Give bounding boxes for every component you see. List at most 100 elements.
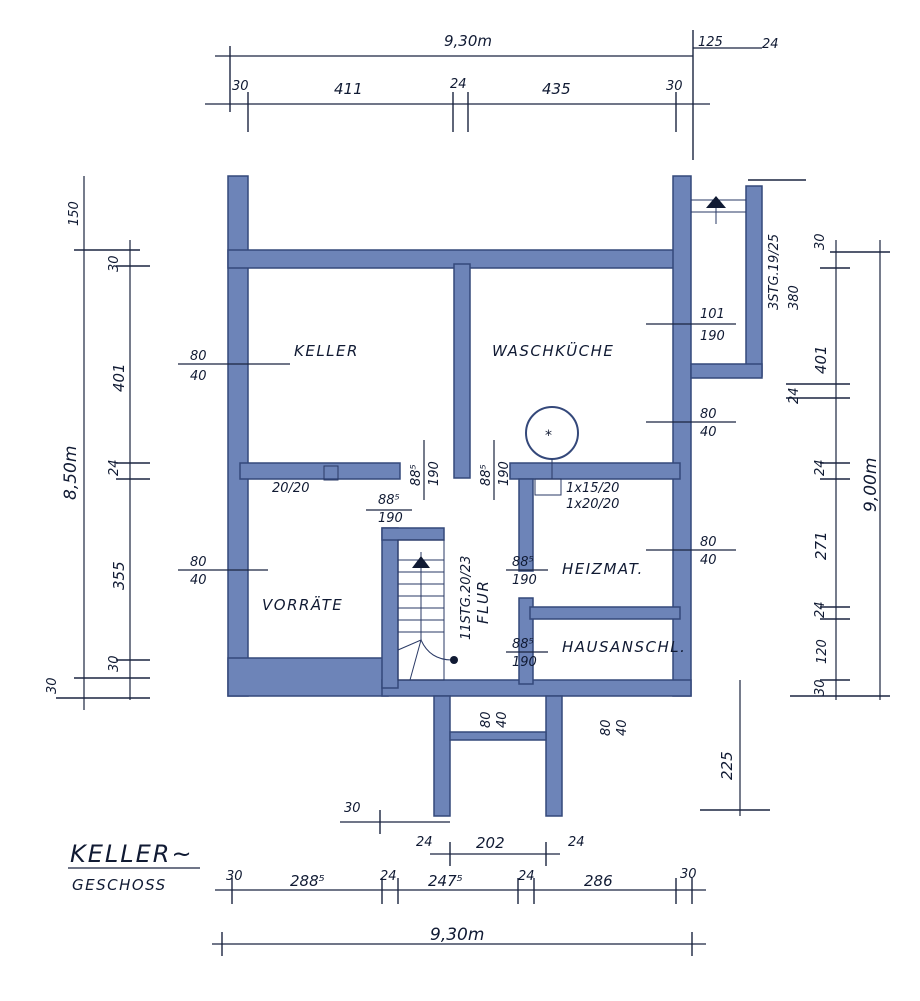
- dim-top-30l: 30: [232, 79, 249, 94]
- wall-heiz-haus: [529, 606, 681, 620]
- win-keller-w: 80: [190, 349, 207, 364]
- top-dimensions: 9,30m 125 24 30 411 24 435 30: [205, 30, 779, 160]
- door-kv-h: 190: [378, 511, 403, 526]
- dim-top-125: 125: [698, 35, 723, 50]
- door-heiz-h: 190: [512, 573, 537, 588]
- dim-left-150: 150: [67, 201, 82, 226]
- title-line2: GESCHOSS: [72, 876, 167, 894]
- wall-entry-left: [433, 695, 451, 817]
- wall-stair-top: [381, 527, 445, 541]
- stair-outer: [691, 196, 746, 224]
- win-bot2-w: 80: [599, 719, 614, 736]
- win-wasch1-w: 101: [700, 307, 725, 322]
- dim-bot-30l: 30: [226, 869, 243, 884]
- wall-stair-left: [381, 527, 399, 689]
- dim-bot-202: 202: [476, 834, 505, 852]
- dim-bot-24a: 24: [416, 835, 433, 850]
- dim-left-total: 8,50m: [61, 446, 81, 500]
- left-dimensions: 8,50m 150 30 401 24 355 30 30: [45, 176, 150, 710]
- boiler-icon: *: [525, 406, 579, 479]
- stair-inner: [397, 539, 458, 681]
- door-keller-w: 88⁵: [409, 464, 424, 486]
- dim-top-435: 435: [542, 80, 571, 98]
- dim-right-30b: 30: [813, 679, 828, 696]
- wall-bottom-left: [227, 657, 389, 697]
- win-wasch1-h: 190: [700, 329, 725, 344]
- dim-top-24a: 24: [762, 37, 779, 52]
- dim-bot-30s: 30: [344, 801, 361, 816]
- dim-right-24c: 24: [813, 601, 828, 618]
- wall-entry-right: [545, 695, 563, 817]
- stair-end-dot: [450, 656, 458, 664]
- room-keller: KELLER: [294, 342, 359, 360]
- wall-entry-step: [449, 731, 547, 741]
- door-wasch-w: 88⁵: [479, 464, 494, 486]
- title-line1: KELLER~: [70, 840, 194, 868]
- dim-right-225: 225: [718, 751, 736, 780]
- room-labels: KELLER WASCHKÜCHE VORRÄTE HEIZMAT. HAUSA…: [262, 341, 686, 656]
- svg-text:*: *: [545, 428, 552, 444]
- dim-top-411: 411: [334, 80, 363, 98]
- dim-bot-24c: 24: [380, 869, 397, 884]
- dim-right-24a: 24: [787, 387, 802, 404]
- win-bot1-h: 40: [495, 711, 510, 728]
- stair-arrow-icon: [412, 556, 430, 568]
- win-bot1-w: 80: [479, 711, 494, 728]
- wall-bottom-right: [381, 679, 692, 697]
- opening-labels: 80 40 80 40 101 190 80 40 80 40 80 40 80…: [178, 307, 736, 736]
- wall-stairwell-right: [745, 185, 763, 377]
- right-dimensions: 3STG.19/25 30 380 24 401 9,00m 24 271 24…: [700, 179, 890, 816]
- dim-left-355: 355: [110, 561, 128, 590]
- door-heiz-w: 88⁵: [512, 555, 534, 570]
- dim-bot-total: 9,30m: [430, 925, 484, 945]
- wall-keller-wasch: [453, 263, 471, 479]
- dim-left-30x: 30: [45, 677, 60, 694]
- door-flur2-w: 88⁵: [512, 637, 534, 652]
- chimney2b-label: 1x20/20: [566, 497, 619, 512]
- dim-bot-286: 286: [584, 872, 613, 890]
- room-hausanschl: HAUSANSCHL.: [562, 638, 686, 656]
- dim-left-24: 24: [107, 459, 122, 476]
- stair-outer-arrow-icon: [706, 196, 726, 208]
- dim-bot-288: 288⁵: [290, 872, 325, 890]
- dim-left-30b: 30: [107, 655, 122, 672]
- room-vorraete: VORRÄTE: [262, 595, 343, 614]
- drawing-title: KELLER~ GESCHOSS: [68, 840, 200, 894]
- dim-bot-30r: 30: [680, 867, 697, 882]
- room-waschkueche: WASCHKÜCHE: [492, 341, 614, 360]
- dim-left-30t: 30: [107, 255, 122, 272]
- dim-right-stair: 3STG.19/25: [767, 234, 782, 310]
- win-wasch2-w: 80: [700, 407, 717, 422]
- dim-right-271: 271: [812, 531, 830, 560]
- win-vorr-w: 80: [190, 555, 207, 570]
- win-keller-h: 40: [190, 369, 207, 384]
- wall-middle-right: [509, 462, 681, 480]
- win-heiz-w: 80: [700, 535, 717, 550]
- dim-top-30r: 30: [666, 79, 683, 94]
- chimney-1: [323, 465, 339, 481]
- wall-middle-left: [239, 462, 401, 480]
- wall-heiz-left: [518, 478, 534, 572]
- dim-bot-247: 247⁵: [428, 872, 463, 890]
- door-flur2-h: 190: [512, 655, 537, 670]
- dim-right-401: 401: [812, 345, 830, 374]
- door-keller-h: 190: [427, 461, 442, 486]
- room-heizmat: HEIZMAT.: [562, 560, 644, 578]
- win-bot2-h: 40: [615, 719, 630, 736]
- chimney1-label: 20/20: [272, 481, 309, 496]
- bottom-dimensions: 30 24 202 24 30 288⁵ 24 247⁵ 24 286 30 9…: [212, 801, 706, 956]
- dim-left-401: 401: [110, 363, 128, 392]
- win-heiz-h: 40: [700, 553, 717, 568]
- door-wasch-h: 190: [497, 461, 512, 486]
- door-kv-w: 88⁵: [378, 493, 400, 508]
- dim-right-24b: 24: [813, 459, 828, 476]
- dim-right-120: 120: [815, 639, 830, 664]
- win-wasch2-h: 40: [700, 425, 717, 440]
- win-vorr-h: 40: [190, 573, 207, 588]
- chimney2a-label: 1x15/20: [566, 481, 619, 496]
- chimney-2: [534, 478, 562, 496]
- dim-bot-24b: 24: [568, 835, 585, 850]
- dim-top-total: 9,30m: [444, 32, 492, 50]
- dim-top-24m: 24: [450, 77, 467, 92]
